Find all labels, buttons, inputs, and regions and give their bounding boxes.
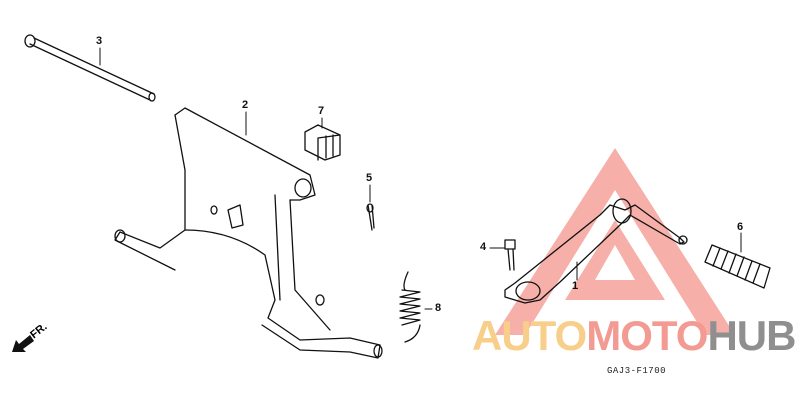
pivot-rod-part xyxy=(24,34,156,102)
part-label-7: 7 xyxy=(318,105,325,117)
part-label-6: 6 xyxy=(737,221,744,233)
watermark-hub: HUB xyxy=(707,312,796,359)
front-arrow-icon xyxy=(12,335,34,352)
part-label-8: 8 xyxy=(435,302,442,314)
watermark-logo: AUTOMOTOHUB xyxy=(472,312,796,360)
kick-arm-part xyxy=(504,198,688,304)
diagram-code: GAJ3-F1700 xyxy=(607,366,667,376)
part-label-5: 5 xyxy=(366,172,373,184)
part-label-4: 4 xyxy=(480,241,487,253)
main-stand-part xyxy=(114,107,383,359)
part-label-1: 1 xyxy=(572,280,579,292)
bolt-part xyxy=(504,239,516,271)
watermark-auto: AUTO xyxy=(472,312,587,359)
stopper-rubber-part xyxy=(304,124,341,161)
part-label-2: 2 xyxy=(242,99,249,111)
triangle-outer xyxy=(495,148,735,335)
return-spring-part xyxy=(399,271,421,343)
leader-lines xyxy=(99,47,742,310)
cotter-pin-part xyxy=(366,203,375,231)
part-label-3: 3 xyxy=(96,35,103,47)
rubber-grip-part xyxy=(704,244,771,289)
watermark-moto: MOTO xyxy=(586,312,708,359)
triangle-inner xyxy=(565,220,665,300)
